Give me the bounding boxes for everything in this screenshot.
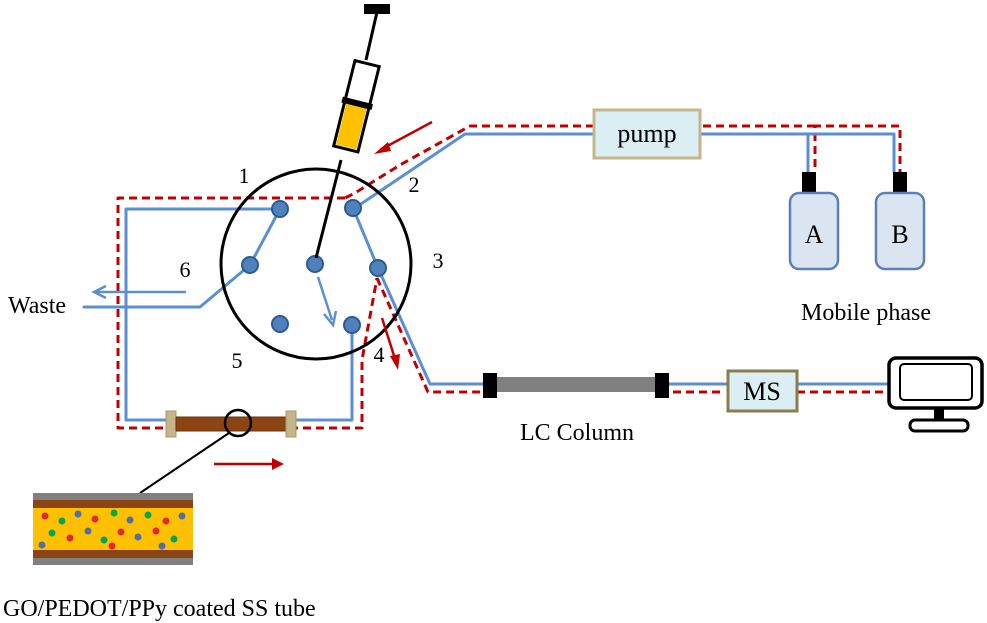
port-1-label: 1 bbox=[239, 163, 250, 188]
valve-port-1 bbox=[271, 200, 289, 218]
arrow-icon bbox=[380, 317, 400, 370]
valve-port-3 bbox=[369, 259, 387, 277]
lc-column-label: LC Column bbox=[520, 420, 634, 446]
bottle-b: B bbox=[874, 172, 926, 271]
bottle-a: A bbox=[788, 172, 840, 271]
arrow-icon bbox=[316, 276, 338, 328]
valve-body bbox=[219, 167, 413, 361]
tubing-lines bbox=[82, 132, 896, 422]
nanoparticles bbox=[38, 509, 186, 550]
syringe-icon bbox=[314, 4, 390, 259]
magnifier-circle bbox=[223, 408, 253, 438]
mobile-phase-label: Mobile phase bbox=[801, 300, 931, 326]
lc-column bbox=[483, 373, 669, 398]
tube-cross-section bbox=[33, 493, 193, 565]
port-2-label: 2 bbox=[409, 172, 420, 197]
sample-loop bbox=[139, 408, 297, 494]
valve-center-port bbox=[306, 255, 324, 273]
tube-caption: GO/PEDOT/PPy coated SS tube bbox=[3, 596, 316, 622]
injection-valve bbox=[219, 167, 413, 361]
valve-port-5 bbox=[271, 315, 289, 333]
ms-box: MS bbox=[726, 369, 799, 413]
pump-box: pump bbox=[592, 108, 702, 160]
valve-port-4 bbox=[343, 316, 361, 334]
computer-monitor-icon bbox=[887, 356, 984, 433]
waste-label: Waste bbox=[8, 293, 66, 319]
flow-arrows bbox=[91, 120, 433, 470]
arrow-icon bbox=[374, 120, 433, 154]
ms-label: MS bbox=[743, 377, 781, 406]
pump-label: pump bbox=[617, 119, 676, 148]
port-3-label: 3 bbox=[433, 248, 444, 273]
valve-port-6 bbox=[241, 256, 259, 274]
arrow-icon bbox=[91, 284, 186, 300]
arrow-icon bbox=[214, 458, 284, 470]
bottle-b-label: B bbox=[891, 220, 908, 249]
port-5-label: 5 bbox=[232, 348, 243, 373]
port-6-label: 6 bbox=[180, 257, 191, 282]
valve-port-2 bbox=[344, 199, 362, 217]
port-4-label: 4 bbox=[374, 342, 385, 367]
bottle-a-label: A bbox=[805, 220, 824, 249]
